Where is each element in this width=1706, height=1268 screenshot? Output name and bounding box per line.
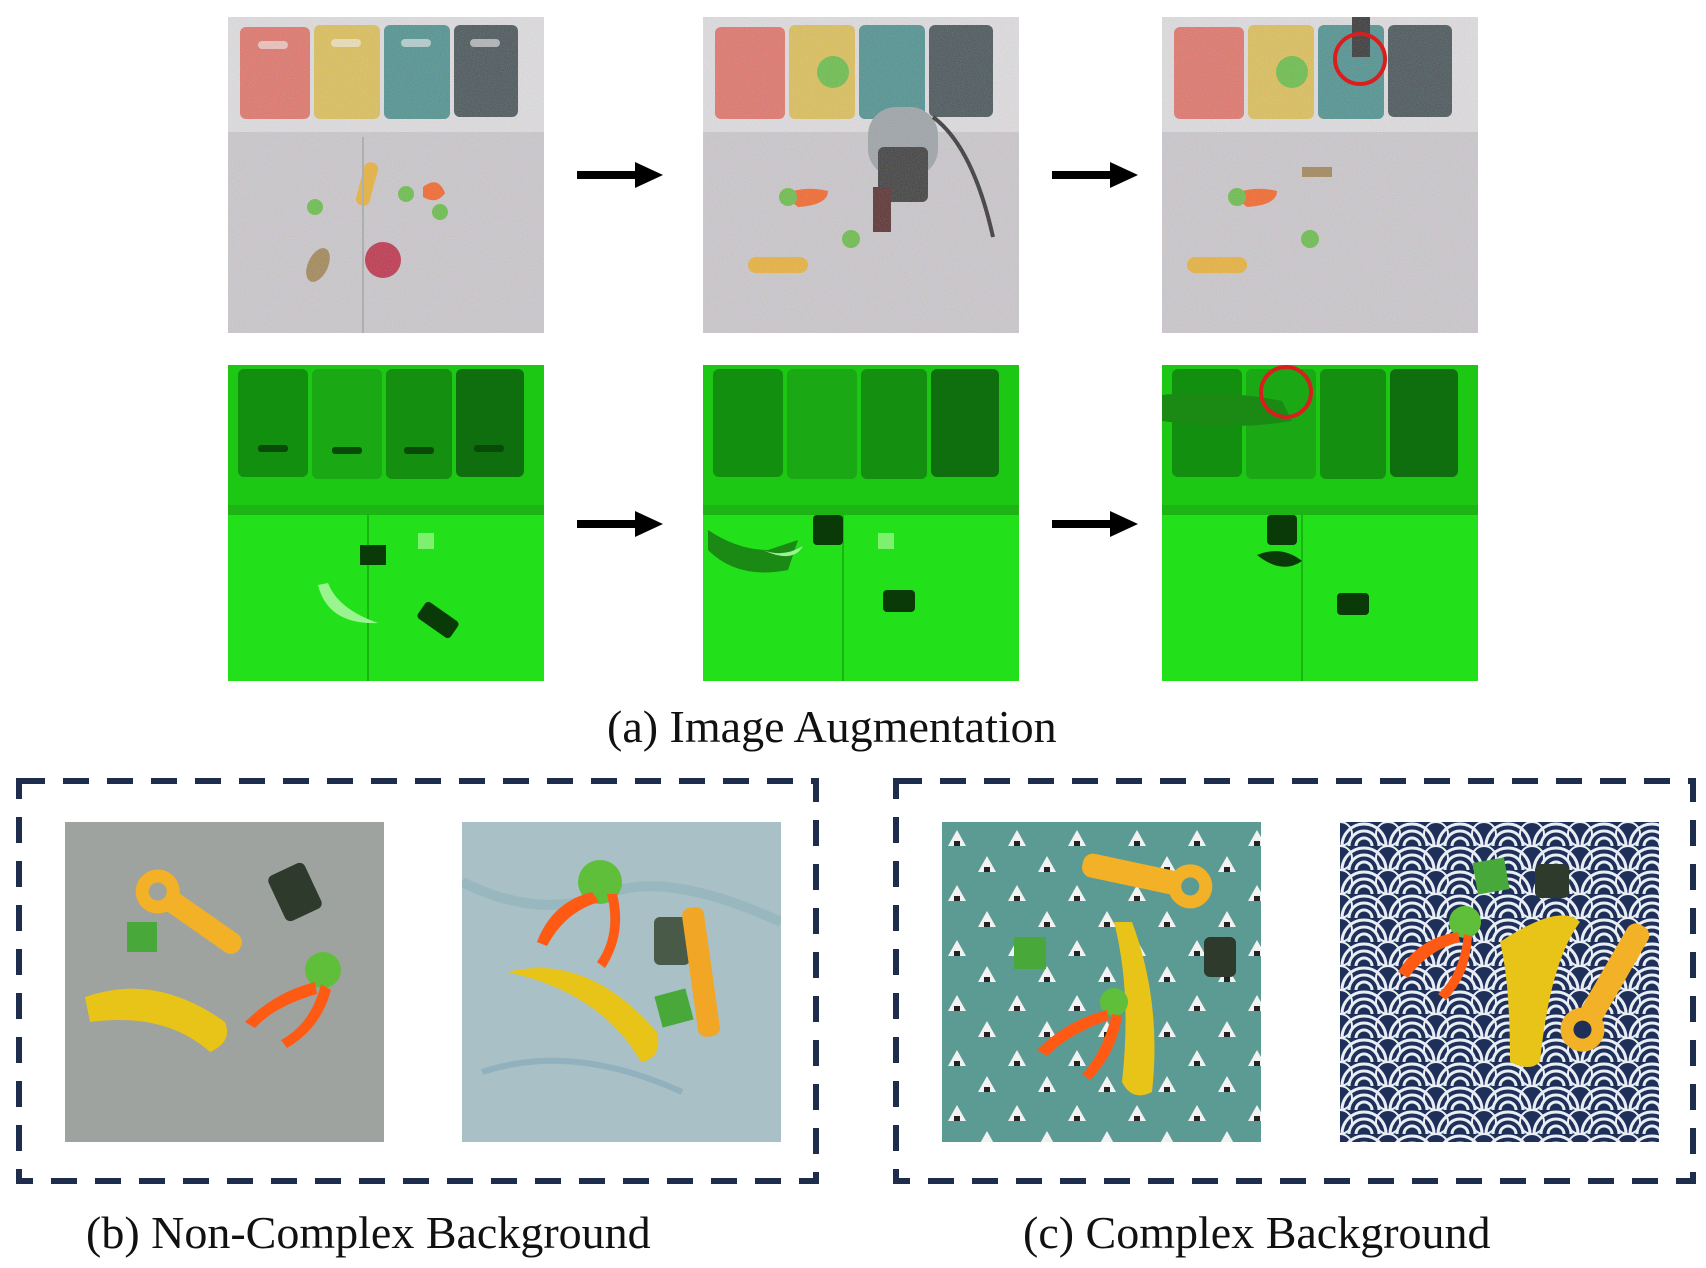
caption-complex-background: (c) Complex Background bbox=[1023, 1207, 1491, 1258]
highlight-circle-icon bbox=[1333, 32, 1387, 86]
plain-background-toys-photo-2 bbox=[462, 822, 781, 1142]
plain-background-toys-photo-1 bbox=[65, 822, 384, 1142]
patterned-background-toys-photo-2 bbox=[1340, 822, 1659, 1142]
caption-non-complex-background: (b) Non-Complex Background bbox=[86, 1207, 651, 1258]
green-tint-scene-photo-2 bbox=[703, 365, 1019, 681]
noisy-scene-photo-3 bbox=[1162, 17, 1478, 333]
right-arrow-icon bbox=[1052, 162, 1138, 188]
right-arrow-icon bbox=[1052, 511, 1138, 537]
green-tint-scene-photo-3 bbox=[1162, 365, 1478, 681]
noisy-scene-photo-1 bbox=[228, 17, 544, 333]
noisy-scene-photo-2 bbox=[703, 17, 1019, 333]
right-arrow-icon bbox=[577, 162, 663, 188]
dashed-border bbox=[16, 778, 819, 1184]
dashed-border bbox=[893, 778, 1696, 1184]
right-arrow-icon bbox=[577, 511, 663, 537]
caption-image-augmentation: (a) Image Augmentation bbox=[607, 701, 1057, 752]
highlight-circle-icon bbox=[1259, 365, 1313, 419]
green-tint-scene-photo-1 bbox=[228, 365, 544, 681]
patterned-background-toys-photo-1 bbox=[942, 822, 1261, 1142]
